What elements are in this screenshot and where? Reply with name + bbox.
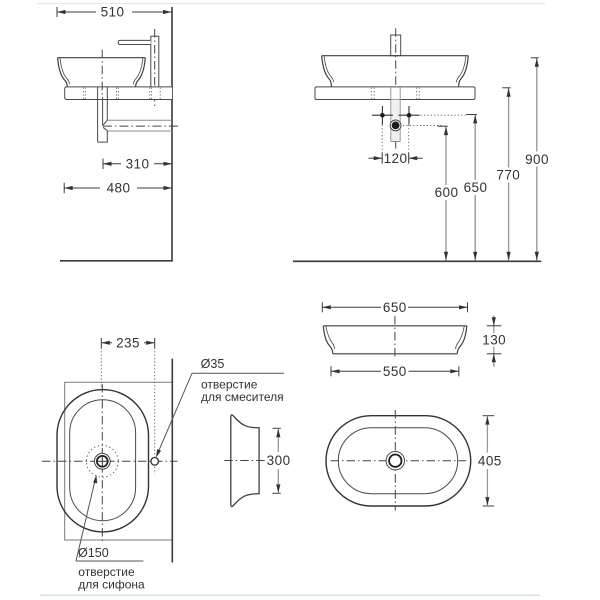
svg-text:Ø35: Ø35 <box>201 357 225 371</box>
svg-text:550: 550 <box>383 364 407 379</box>
svg-text:для сифона: для сифона <box>78 578 145 592</box>
svg-text:Ø150: Ø150 <box>78 546 109 560</box>
svg-text:130: 130 <box>482 332 506 347</box>
svg-text:510: 510 <box>101 5 125 20</box>
svg-text:900: 900 <box>525 152 549 167</box>
svg-text:для смесителя: для смесителя <box>201 390 284 404</box>
svg-text:300: 300 <box>267 453 291 468</box>
svg-text:405: 405 <box>478 453 502 468</box>
svg-text:235: 235 <box>116 335 140 350</box>
svg-text:отверстие: отверстие <box>78 565 135 579</box>
svg-text:310: 310 <box>126 156 150 171</box>
svg-text:650: 650 <box>464 180 488 195</box>
svg-text:650: 650 <box>383 300 407 315</box>
svg-text:480: 480 <box>107 181 131 196</box>
svg-text:770: 770 <box>496 168 520 183</box>
svg-text:600: 600 <box>435 185 459 200</box>
svg-text:120: 120 <box>384 151 408 166</box>
svg-text:отверстие: отверстие <box>201 377 258 391</box>
